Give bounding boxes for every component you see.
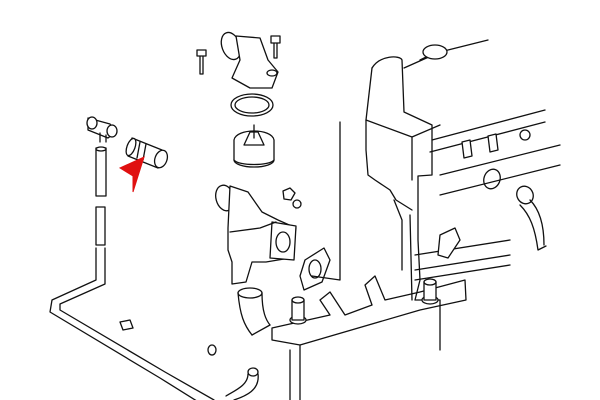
bypass-hose <box>125 137 169 169</box>
thermostat <box>233 124 275 168</box>
fuel-rail-bracket <box>271 275 467 400</box>
pointer-arrow-icon <box>118 156 145 193</box>
straight-hose <box>95 146 107 197</box>
long-return-pipe <box>49 206 217 400</box>
lower-hose <box>225 367 259 400</box>
elbow-hose <box>237 287 271 336</box>
coolant-hose-t-piece <box>86 116 118 143</box>
thermostat-housing <box>215 184 297 285</box>
nut <box>292 199 302 209</box>
sealing-ring <box>483 168 501 190</box>
nut <box>282 187 296 201</box>
gasket <box>299 247 331 291</box>
engine-block <box>311 39 561 351</box>
hose-fitting <box>516 185 547 251</box>
hose-clamp <box>119 319 134 331</box>
bolt <box>196 35 281 75</box>
o-ring-inner <box>234 96 270 114</box>
thermostat-cover <box>220 31 279 89</box>
o-ring-seal <box>230 93 274 117</box>
